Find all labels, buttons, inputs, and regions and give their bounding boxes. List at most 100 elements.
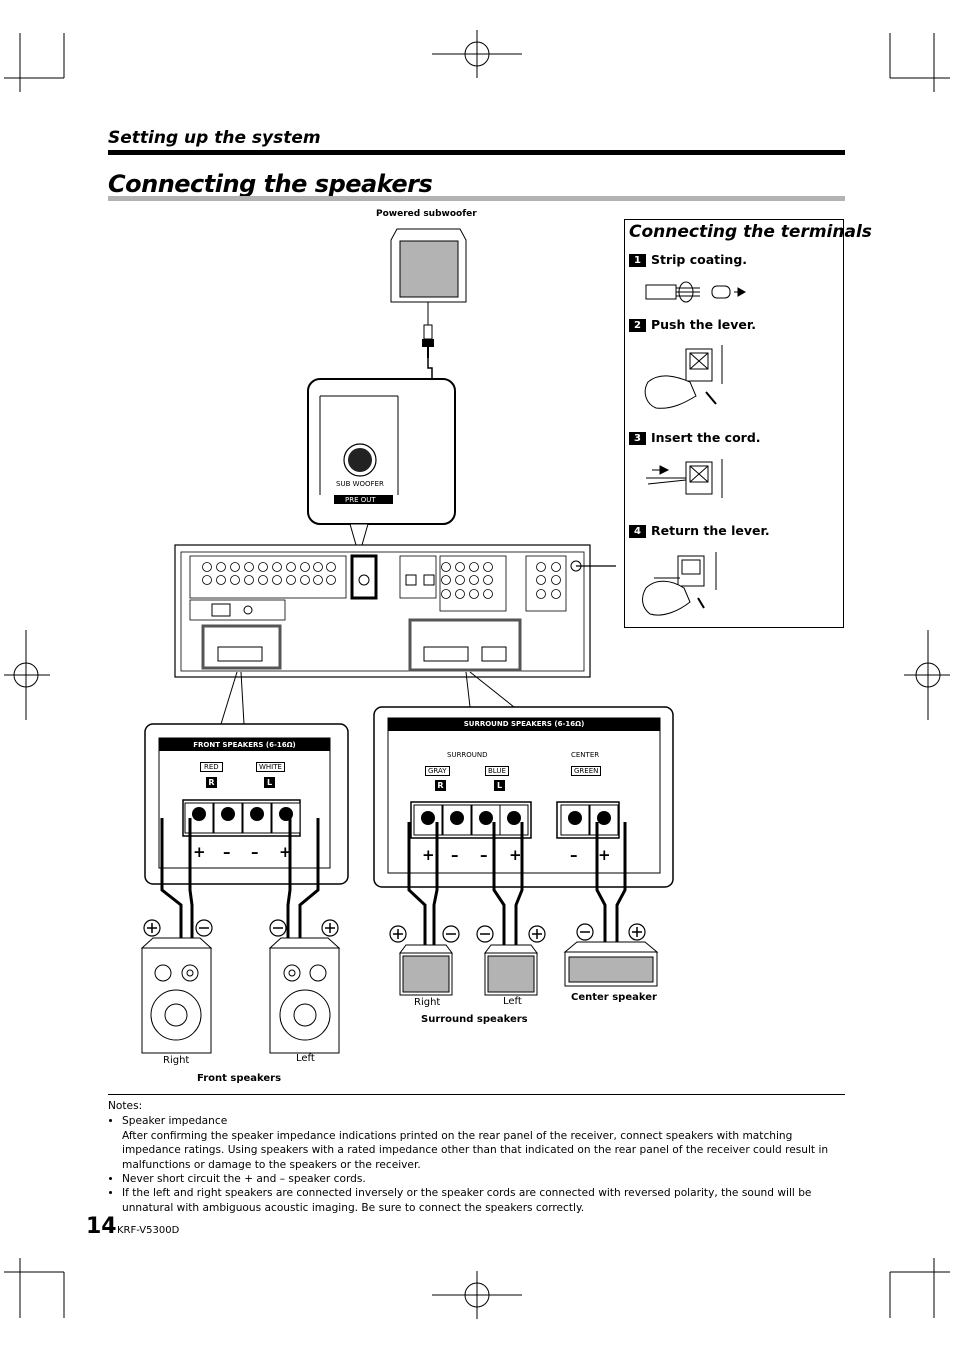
step-4-number: 4 bbox=[629, 525, 646, 538]
front-speaker-left bbox=[268, 937, 341, 1054]
rca-jack bbox=[441, 589, 451, 599]
surround-left-label: Left bbox=[503, 996, 522, 1007]
subwoofer-label: Powered subwoofer bbox=[376, 209, 477, 219]
rca-jack bbox=[244, 575, 254, 585]
front-right-label: Right bbox=[163, 1055, 190, 1066]
center-speaker-caption: Center speaker bbox=[571, 992, 657, 1003]
rca-jack bbox=[455, 575, 465, 585]
front-white-label: WHITE bbox=[256, 762, 285, 772]
surround-speakers-caption: Surround speakers bbox=[421, 1014, 528, 1025]
terminal-hole bbox=[421, 811, 435, 825]
surround-label: SURROUND bbox=[447, 751, 488, 759]
front-speaker-terminal-callout bbox=[144, 723, 349, 885]
step-3-number: 3 bbox=[629, 432, 646, 445]
terminal-hole bbox=[450, 811, 464, 825]
step-2-number: 2 bbox=[629, 319, 646, 332]
speaker-wire bbox=[160, 818, 183, 940]
rca-jack bbox=[216, 575, 226, 585]
front-speaker-right bbox=[140, 937, 213, 1054]
surround-gray-label: GRAY bbox=[425, 766, 450, 776]
sub-woofer-jack-label: SUB WOOFER bbox=[336, 480, 384, 488]
rca-jack bbox=[455, 562, 465, 572]
surround-r-badge: R bbox=[435, 780, 446, 791]
rca-jack bbox=[300, 575, 310, 585]
front-left-label: Left bbox=[296, 1053, 315, 1064]
section-rule bbox=[108, 150, 845, 155]
rca-jack bbox=[483, 589, 493, 599]
terminals-panel bbox=[624, 219, 844, 628]
rca-jack bbox=[286, 575, 296, 585]
speaker-wire bbox=[298, 818, 320, 940]
rca-jack bbox=[244, 562, 254, 572]
notes-rule bbox=[108, 1094, 845, 1095]
step-4: 4 Return the lever. bbox=[629, 523, 770, 538]
rca-jack bbox=[326, 562, 336, 572]
note-text: After confirming the speaker impedance i… bbox=[122, 1129, 829, 1171]
rca-jack bbox=[313, 562, 323, 572]
rca-jack bbox=[230, 575, 240, 585]
speaker-wire bbox=[595, 822, 607, 944]
rca-jack bbox=[455, 589, 465, 599]
terminal-hole bbox=[479, 811, 493, 825]
section-title: Setting up the system bbox=[108, 128, 321, 148]
front-speakers-header: FRONT SPEAKERS (6-16Ω) bbox=[193, 741, 296, 749]
rca-jack bbox=[202, 575, 212, 585]
rca-jack bbox=[300, 562, 310, 572]
rca-jack bbox=[272, 575, 282, 585]
speaker-wire bbox=[615, 822, 627, 944]
subwoofer-jack-callout bbox=[307, 378, 456, 546]
front-r-badge: R bbox=[206, 777, 217, 788]
return-lever-illustration bbox=[642, 552, 717, 616]
step-1: 1 Strip coating. bbox=[629, 252, 747, 267]
surround-speaker-left bbox=[484, 944, 538, 996]
rca-jack bbox=[483, 562, 493, 572]
rca-jack bbox=[483, 575, 493, 585]
rca-jack bbox=[536, 562, 546, 572]
step-4-text: Return the lever. bbox=[651, 523, 770, 538]
terminal-hole bbox=[507, 811, 521, 825]
strip-coating-illustration bbox=[645, 281, 747, 303]
speaker-wire bbox=[432, 822, 439, 948]
center-polarity-1: – bbox=[570, 846, 578, 864]
title-rule bbox=[108, 196, 845, 201]
note-text: Speaker impedance bbox=[122, 1115, 228, 1128]
front-polarity-4: + bbox=[279, 843, 292, 861]
insert-cord-illustration bbox=[646, 459, 723, 498]
front-red-label: RED bbox=[200, 762, 223, 772]
rca-jack bbox=[536, 589, 546, 599]
note-item: Never short circuit the + and – speaker … bbox=[122, 1172, 845, 1186]
surround-polarity-1: + bbox=[422, 846, 435, 864]
model-number: KRF-V5300D bbox=[117, 1225, 180, 1236]
surround-speaker-right bbox=[399, 944, 453, 996]
rca-jacks bbox=[202, 562, 561, 599]
speaker-wire bbox=[286, 818, 292, 940]
front-l-badge: L bbox=[264, 777, 275, 788]
speaker-wire bbox=[188, 818, 194, 940]
center-label: CENTER bbox=[571, 751, 600, 759]
front-speakers-caption: Front speakers bbox=[197, 1073, 282, 1084]
rca-jack bbox=[441, 575, 451, 585]
rca-jack bbox=[536, 575, 546, 585]
step-1-number: 1 bbox=[629, 254, 646, 267]
front-polarity-2: – bbox=[223, 843, 231, 861]
receiver-rear-panel bbox=[174, 544, 616, 678]
terminal-hole bbox=[597, 811, 611, 825]
terminal-hole bbox=[568, 811, 582, 825]
rca-jack bbox=[258, 575, 268, 585]
notes-heading: Notes: bbox=[108, 1100, 143, 1112]
surround-l-badge: L bbox=[494, 780, 505, 791]
terminal-hole bbox=[279, 807, 293, 821]
step-1-text: Strip coating. bbox=[651, 252, 748, 267]
rca-jack bbox=[258, 562, 268, 572]
rca-jack bbox=[469, 575, 479, 585]
surround-polarity-4: + bbox=[509, 846, 522, 864]
rca-jack bbox=[202, 562, 212, 572]
rca-jack bbox=[216, 562, 226, 572]
note-item: If the left and right speakers are conne… bbox=[122, 1186, 845, 1215]
subwoofer-illustration bbox=[390, 228, 467, 358]
